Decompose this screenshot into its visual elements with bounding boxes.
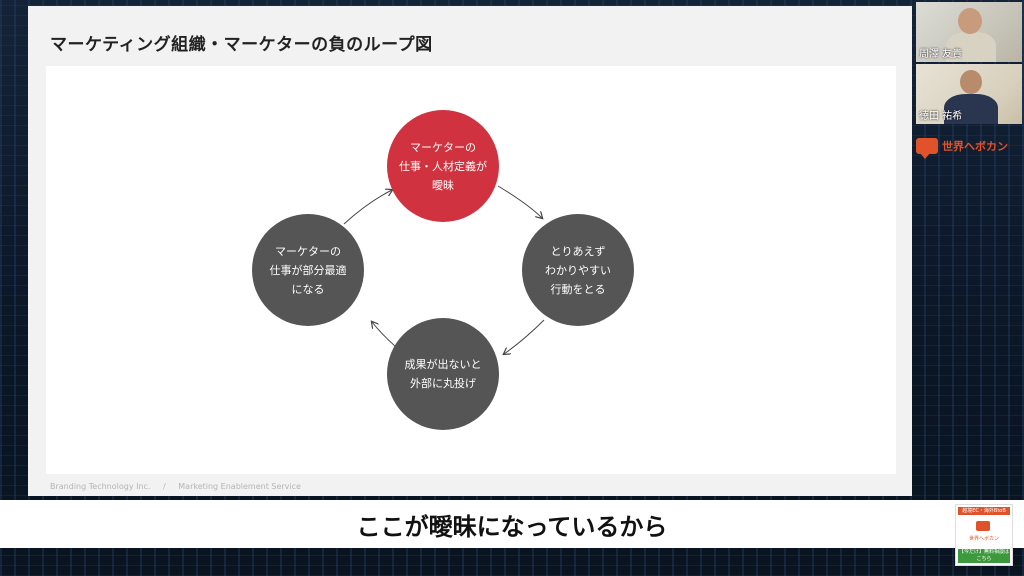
loop-diagram: マーケターの 仕事・人材定義が 曖昧 とりあえず わかりやすい 行動をとる 成果… <box>46 66 896 474</box>
footer-separator: / <box>163 482 166 491</box>
node-bottom: 成果が出ないと 外部に丸投げ <box>387 318 499 430</box>
participant-name-1: 周澤 友貴 <box>919 49 963 60</box>
brand-name: 世界へボカン <box>942 140 1008 153</box>
participant-name-2: 徳田 祐希 <box>919 111 963 122</box>
person-silhouette <box>944 94 998 124</box>
arrow-left-to-top <box>343 190 392 225</box>
promo-cta-button[interactable]: 【今だけ】無料相談はこちら <box>958 549 1010 563</box>
participant-video-1[interactable]: 周澤 友貴 <box>916 2 1022 62</box>
slide-title: マーケティング組織・マーケターの負のループ図 <box>50 35 433 55</box>
promo-banner[interactable]: 越境EC・海外BtoB 世界へボカン 【今だけ】無料相談はこちら <box>955 504 1013 566</box>
node-top: マーケターの 仕事・人材定義が 曖昧 <box>387 110 499 222</box>
person-head <box>958 8 982 34</box>
node-right: とりあえず わかりやすい 行動をとる <box>522 214 634 326</box>
speech-bubble-icon <box>916 138 938 159</box>
person-silhouette <box>946 32 996 62</box>
video-panel: 周澤 友貴 徳田 祐希 世界へボカン <box>914 0 1024 576</box>
arrow-right-to-bottom <box>504 319 545 354</box>
participant-video-2[interactable]: 徳田 祐希 <box>916 64 1022 124</box>
subtitle-caption: ここが曖昧になっているから <box>356 512 668 541</box>
node-left: マーケターの 仕事が部分最適 になる <box>252 214 364 326</box>
promo-brand: 世界へボカン <box>968 536 999 542</box>
footer-company: Branding Technology Inc. <box>50 482 151 491</box>
brand-logo: 世界へボカン <box>916 132 1022 160</box>
subtitle-bar <box>0 500 1024 548</box>
speech-bubble-icon <box>976 521 990 531</box>
presentation-slide: マーケティング組織・マーケターの負のループ図 マーケターの 仕事・人材定義が 曖… <box>28 6 912 496</box>
slide-footer: Branding Technology Inc. / Marketing Ena… <box>50 482 311 491</box>
promo-top-label: 越境EC・海外BtoB <box>958 507 1010 515</box>
person-head <box>960 70 982 94</box>
footer-service: Marketing Enablement Service <box>178 482 301 491</box>
arrow-top-to-right <box>497 185 542 218</box>
